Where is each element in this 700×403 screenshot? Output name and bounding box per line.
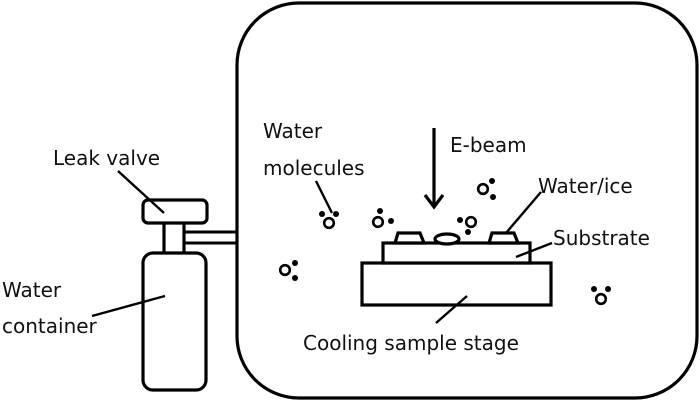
substrate-leader	[515, 241, 553, 259]
water-ice-leader	[505, 191, 542, 234]
water-container-label-line1: Water	[2, 278, 62, 302]
substrate[interactable]	[381, 241, 532, 265]
water-ice-deposit	[392, 231, 427, 245]
vacuum-chamber	[235, 1, 699, 400]
cooling-sample-stage-label: Cooling sample stage	[303, 331, 519, 355]
water-container-leader	[91, 294, 166, 318]
water-molecule	[591, 286, 611, 306]
water-molecule	[457, 215, 478, 235]
e-beam-label: E-beam	[450, 133, 527, 157]
water-molecule	[371, 208, 394, 229]
water-ice-deposit	[486, 231, 521, 245]
water-molecules-label-line1: Water	[263, 119, 323, 143]
water-molecules-label-line2: molecules	[263, 156, 365, 180]
cooling-stage-leader	[435, 295, 468, 324]
water-molecules-leader	[314, 180, 334, 214]
leak-valve[interactable]	[141, 198, 209, 225]
leak-valve-label: Leak valve	[53, 146, 160, 170]
water-container-label-line2: container	[2, 314, 98, 338]
water-container[interactable]	[141, 251, 208, 392]
cooling-sample-stage[interactable]	[360, 261, 553, 307]
water-ice-droplet	[433, 232, 461, 246]
inlet-pipe	[184, 230, 237, 245]
water-molecule	[476, 178, 496, 200]
leak-valve-stem	[162, 220, 186, 256]
water-molecule	[278, 260, 298, 281]
substrate-label: Substrate	[553, 226, 650, 250]
leak-valve-leader	[117, 170, 165, 214]
water-ice-label: Water/ice	[538, 174, 633, 198]
water-molecule	[319, 211, 339, 230]
e-beam-arrow	[423, 128, 445, 210]
